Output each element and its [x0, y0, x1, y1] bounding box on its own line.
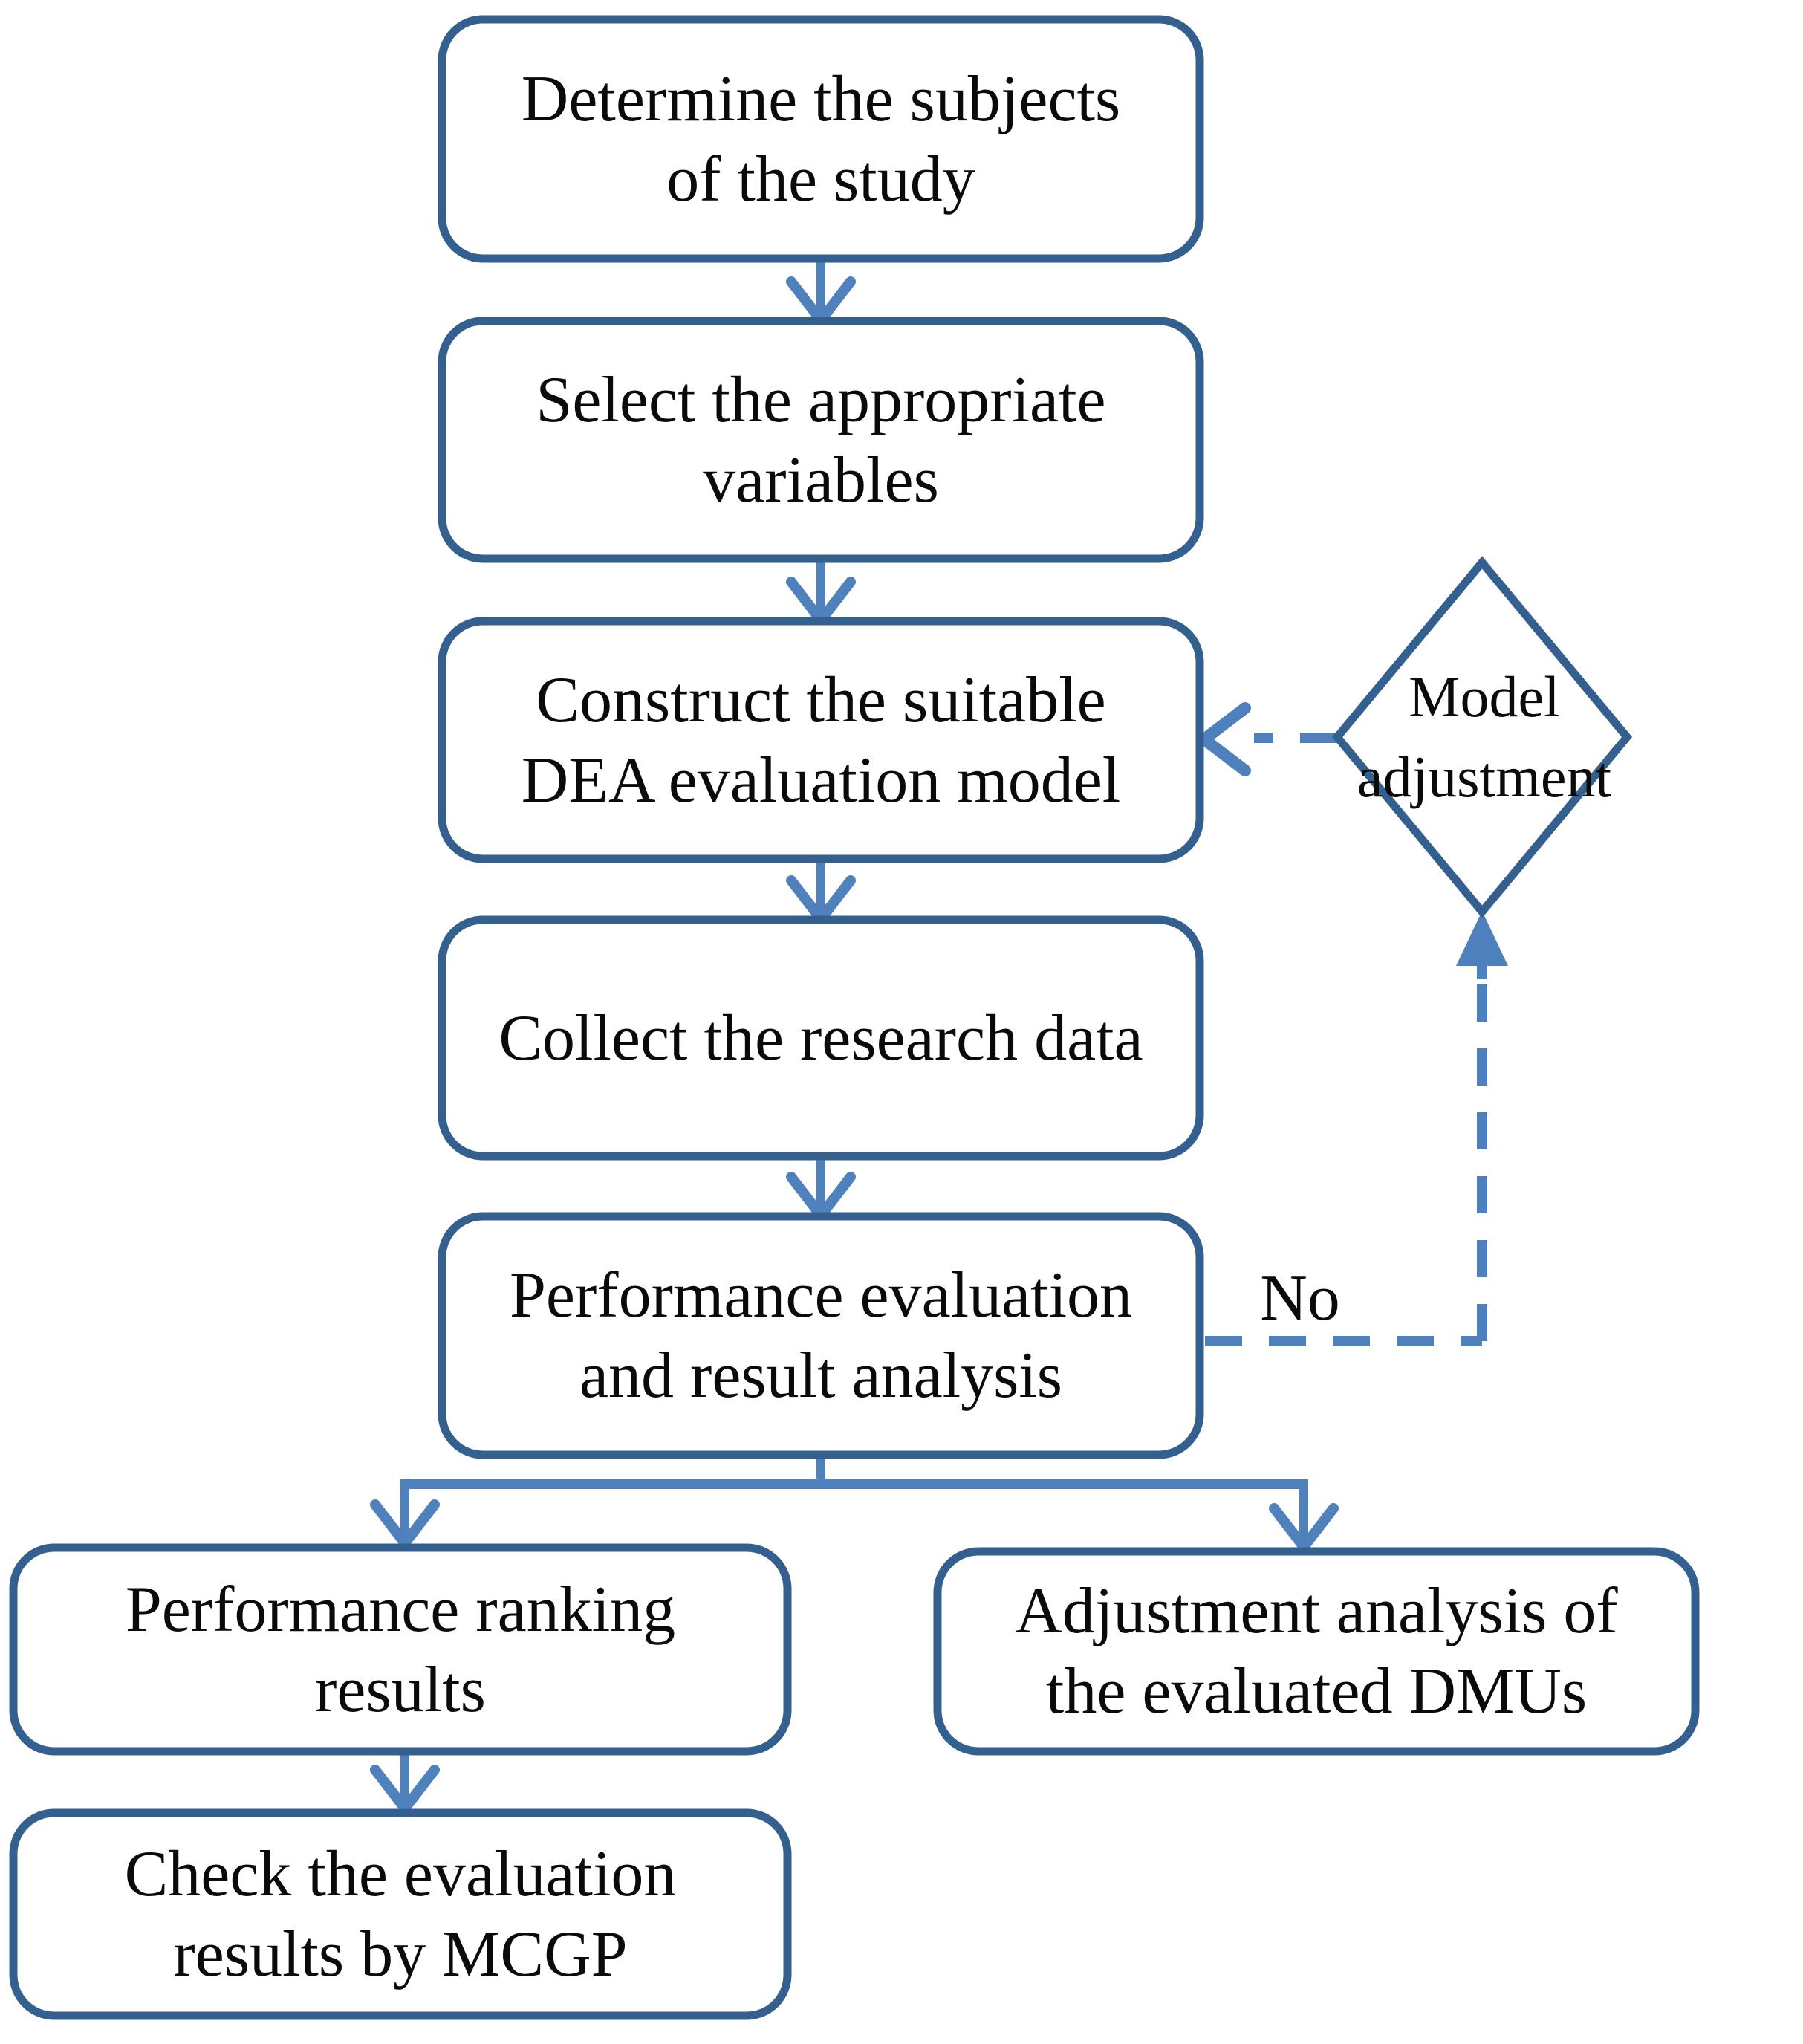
- node-check-line1: Check the evaluation: [125, 1838, 677, 1910]
- node-collect-line1: Collect the research data: [498, 1002, 1143, 1074]
- node-determine-line2: of the study: [666, 143, 975, 215]
- dashed-arrow-diamond-to-construct: [1198, 702, 1337, 776]
- node-check-line2: results by MCGP: [173, 1918, 627, 1991]
- arrow-construct-to-collect: [786, 860, 856, 924]
- node-select-line2: variables: [703, 444, 939, 516]
- node-performance-ranking: Performance ranking results: [9, 1543, 792, 1756]
- node-construct-line2: DEA evaluation model: [522, 744, 1120, 817]
- node-adjustment-line1: Adjustment analysis of: [1015, 1575, 1618, 1647]
- dashed-no-feedback-line: [1205, 911, 1508, 1346]
- arrow-select-to-construct: [786, 559, 856, 626]
- no-edge-label: No: [1260, 1262, 1340, 1334]
- arrow-ranking-to-check: [370, 1751, 440, 1814]
- arrow-collect-to-evaluate: [786, 1157, 856, 1221]
- node-determine-subjects: Determine the subjects of the study: [438, 15, 1204, 263]
- arrow-determine-to-select: [786, 260, 856, 325]
- diamond-line1: Model: [1409, 664, 1560, 729]
- node-adjustment-analysis: Adjustment analysis of the evaluated DMU…: [933, 1547, 1700, 1756]
- up-arrowhead-into-diamond: [1456, 911, 1508, 966]
- arrow-split-to-ranking: [370, 1479, 440, 1548]
- node-select-variables: Select the appropriate variables: [438, 317, 1204, 563]
- node-check-mcgp: Check the evaluation results by MCGP: [9, 1808, 792, 2020]
- node-ranking-line2: results: [315, 1654, 486, 1726]
- node-collect-data: Collect the research data: [438, 915, 1204, 1161]
- node-model-adjustment-diamond: Model adjustment: [1331, 556, 1633, 918]
- node-evaluate-line1: Performance evaluation: [510, 1259, 1132, 1331]
- node-select-line1: Select the appropriate: [536, 364, 1105, 436]
- diamond-line2: adjustment: [1357, 744, 1612, 809]
- node-adjustment-line2: the evaluated DMUs: [1046, 1655, 1587, 1727]
- node-performance-evaluation: Performance evaluation and result analys…: [438, 1212, 1204, 1459]
- branch-split-connector: [405, 1455, 1304, 1489]
- arrow-split-to-adjustment-analysis: [1269, 1479, 1339, 1552]
- node-construct-dea-model: Construct the suitable DEA evaluation mo…: [438, 617, 1204, 863]
- node-evaluate-line2: and result analysis: [579, 1340, 1062, 1412]
- node-construct-line1: Construct the suitable: [536, 664, 1105, 736]
- node-ranking-line1: Performance ranking: [126, 1574, 675, 1646]
- node-determine-line1: Determine the subjects: [522, 63, 1120, 135]
